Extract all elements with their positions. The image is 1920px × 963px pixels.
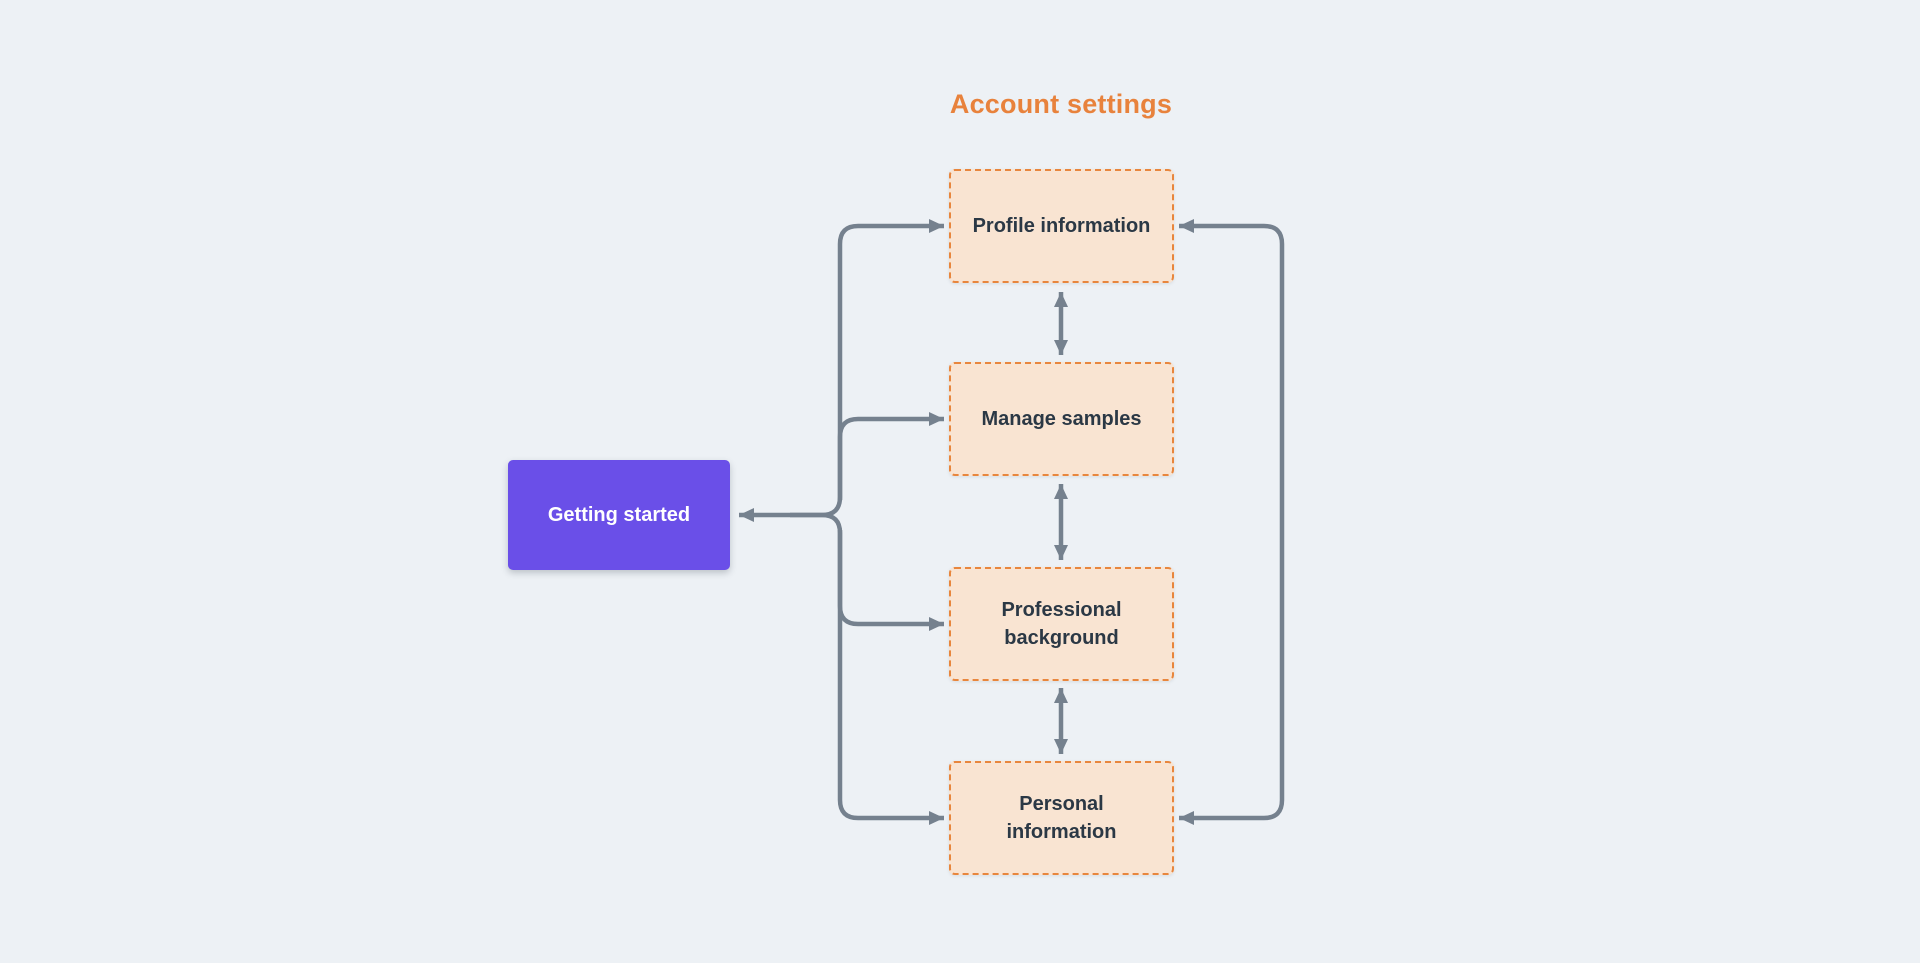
node-personal-information[interactable]: Personal information (949, 761, 1174, 875)
node-personal-information-label: Personal information (1006, 793, 1117, 843)
node-getting-started-label: Getting started (547, 504, 691, 526)
node-professional-background-label: Professional background (1001, 599, 1122, 649)
connector-getting-started-samples (837, 412, 944, 500)
connector-personal-profile-return (1179, 219, 1285, 825)
node-professional-background[interactable]: Professional background (949, 567, 1174, 681)
node-profile-information-label: Profile information (972, 215, 1151, 237)
connector-getting-started-personal (790, 512, 944, 825)
node-manage-samples[interactable]: Manage samples (949, 362, 1174, 476)
diagram-title: Account settings (949, 89, 1173, 119)
node-getting-started[interactable]: Getting started (508, 460, 730, 570)
node-manage-samples-label: Manage samples (981, 408, 1142, 430)
node-profile-information[interactable]: Profile information (949, 169, 1174, 283)
connector-getting-started-professional (837, 530, 944, 631)
